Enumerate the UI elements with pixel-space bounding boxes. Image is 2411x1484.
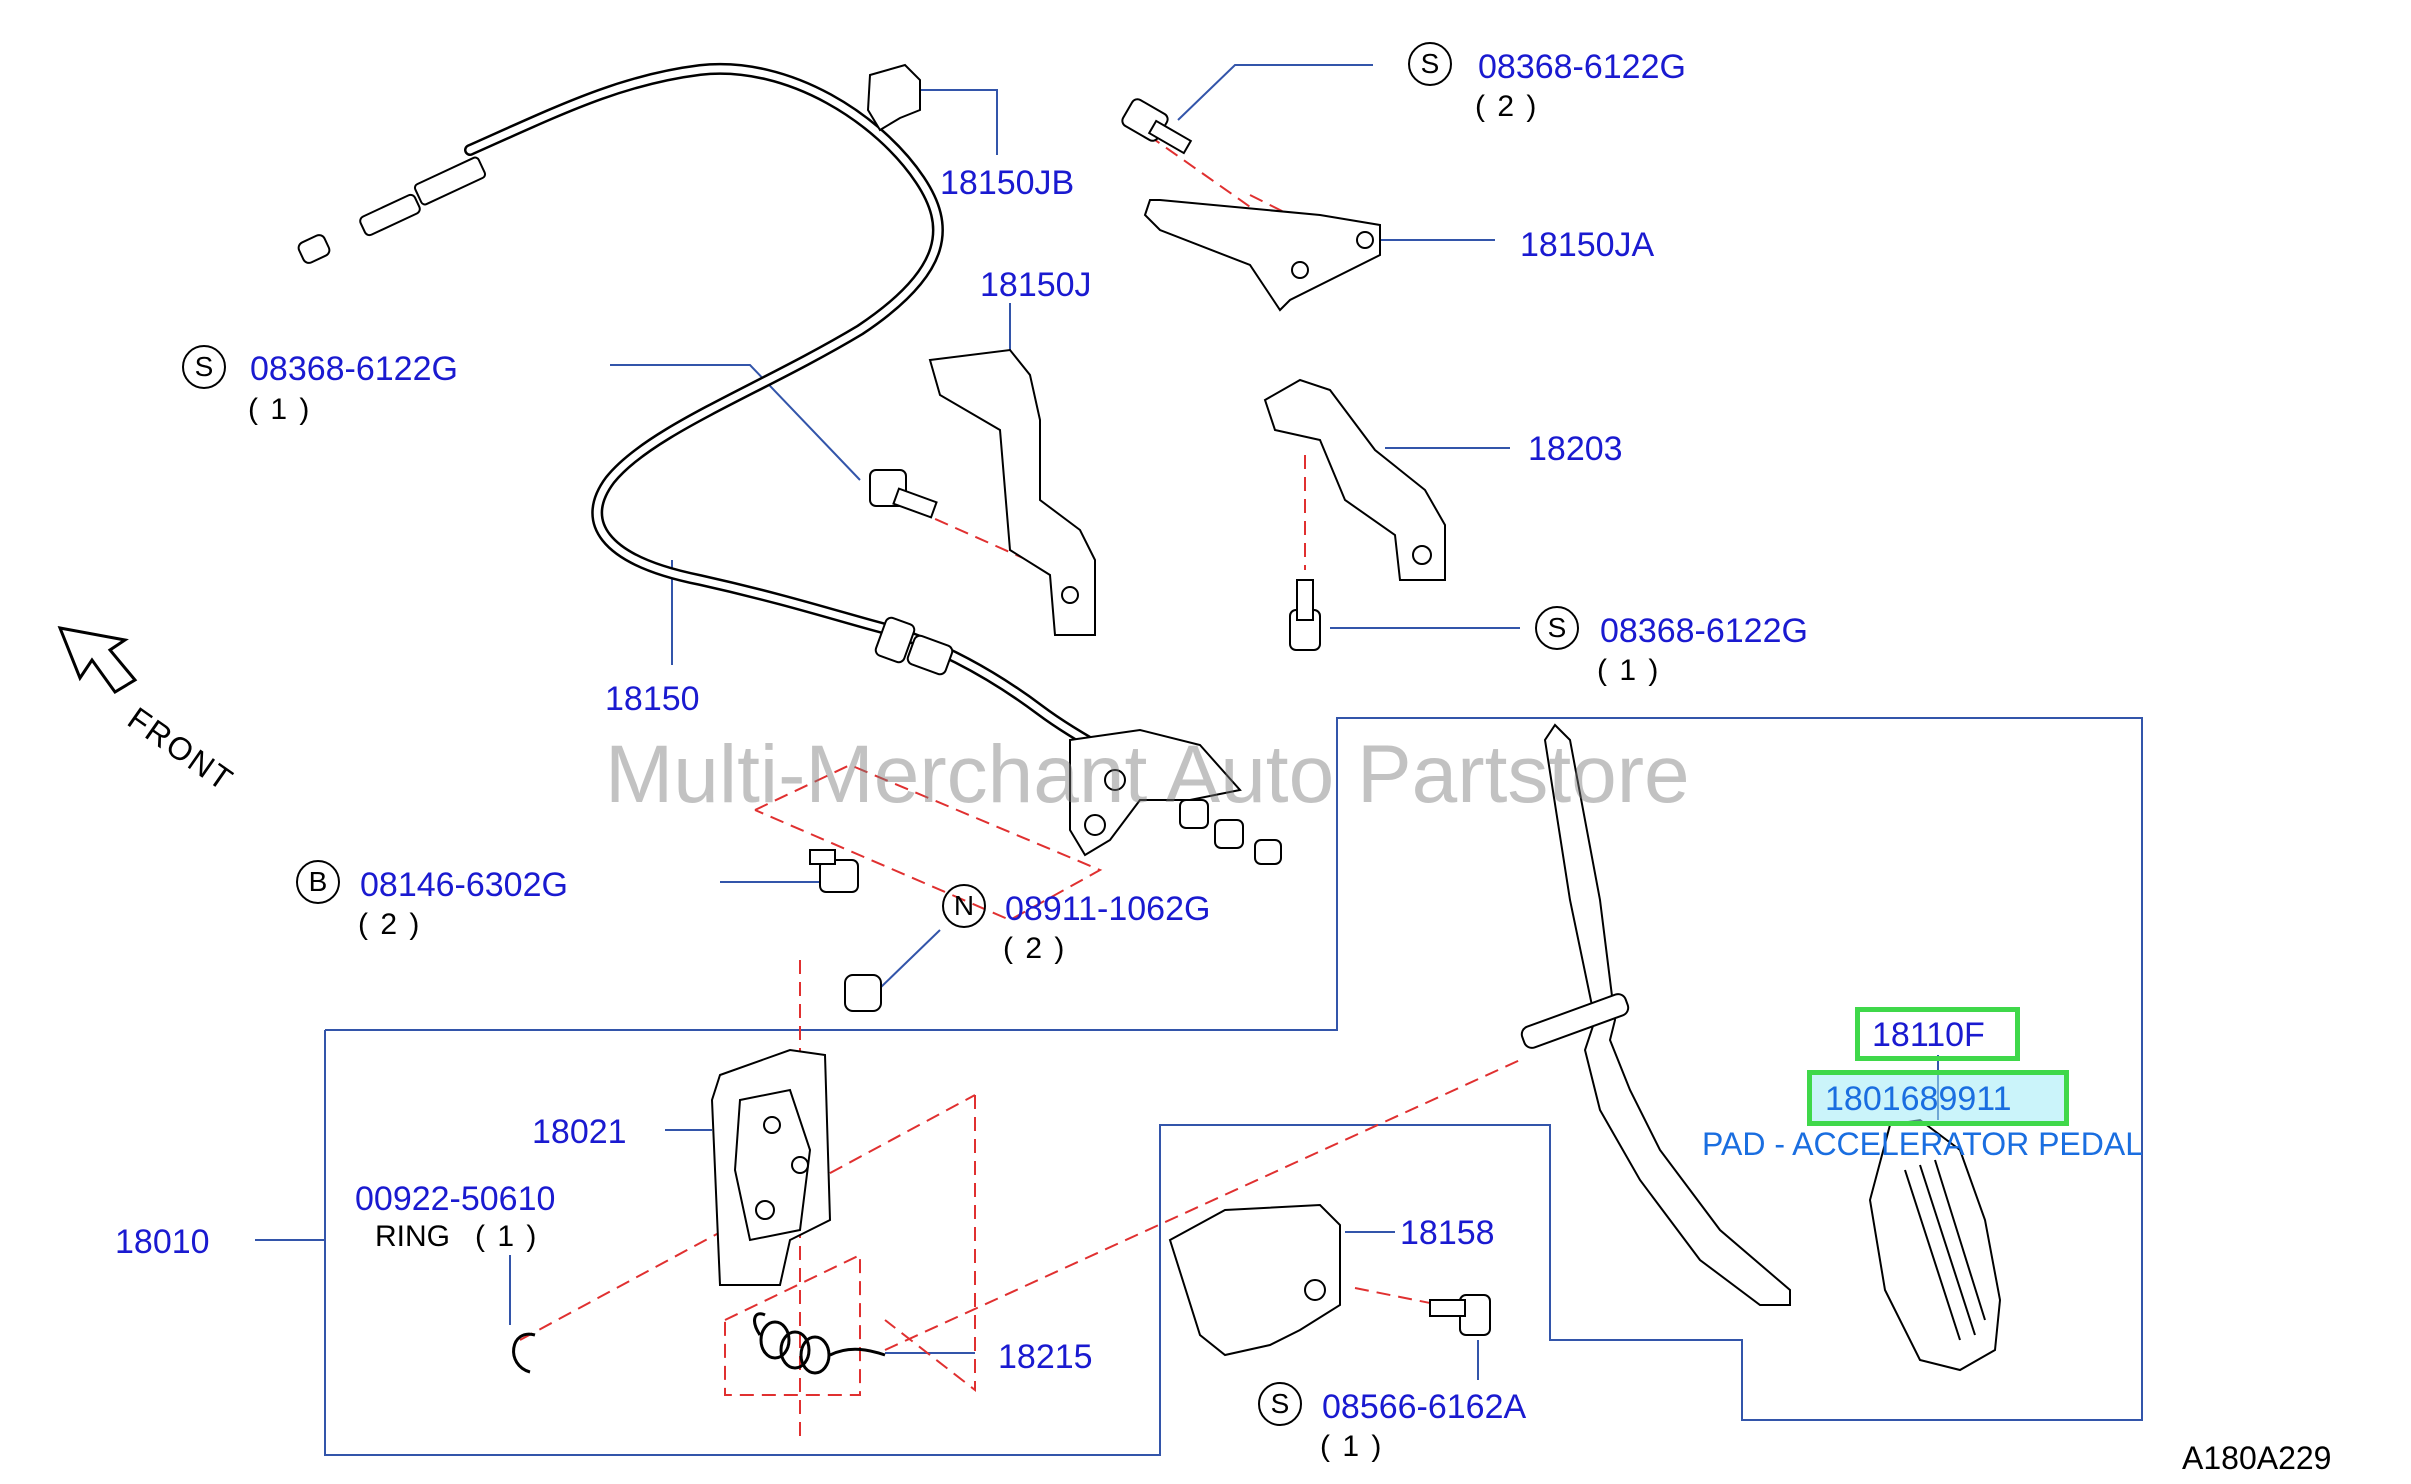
leader-s2 bbox=[610, 364, 861, 481]
symbol-s-3: S bbox=[1535, 606, 1579, 650]
part-s2-number[interactable]: 08368-6122G bbox=[250, 350, 458, 388]
symbol-s-1: S bbox=[1408, 42, 1452, 86]
part-n-number[interactable]: 08911-1062G bbox=[1005, 890, 1211, 928]
part-18215[interactable]: 18215 bbox=[998, 1338, 1093, 1376]
part-18203[interactable]: 18203 bbox=[1528, 430, 1623, 468]
highlight-18110F bbox=[1855, 1007, 2020, 1061]
ring-00922 bbox=[512, 1332, 536, 1374]
n-qty: ( 2 ) bbox=[1003, 932, 1067, 965]
part-18150J[interactable]: 18150J bbox=[980, 266, 1092, 304]
part-18150[interactable]: 18150 bbox=[605, 680, 700, 718]
front-arrow-icon bbox=[57, 626, 138, 694]
highlight-1801689911 bbox=[1807, 1070, 2069, 1126]
bracket-18150JA bbox=[1143, 199, 1381, 312]
symbol-s-4: S bbox=[1258, 1382, 1302, 1426]
symbol-n: N bbox=[942, 884, 986, 928]
part-18150JA[interactable]: 18150JA bbox=[1520, 226, 1655, 264]
s3-qty: ( 1 ) bbox=[1597, 654, 1661, 687]
bracket-18203 bbox=[1263, 378, 1446, 581]
leader-n bbox=[879, 929, 941, 989]
symbol-b: B bbox=[296, 860, 340, 904]
part-18010[interactable]: 18010 bbox=[115, 1223, 210, 1261]
part-s4-number[interactable]: 08566-6162A bbox=[1322, 1388, 1527, 1426]
pedal-pad-18016 bbox=[1868, 1118, 2002, 1372]
part-description: PAD - ACCELERATOR PEDAL bbox=[1702, 1126, 2144, 1162]
bracket-18150J bbox=[928, 348, 1096, 636]
part-18021[interactable]: 18021 bbox=[532, 1113, 627, 1151]
watermark: Multi-Merchant Auto Partstore bbox=[605, 729, 1690, 820]
b-qty: ( 2 ) bbox=[358, 908, 422, 941]
clip-18150JB bbox=[866, 63, 921, 132]
part-18110F[interactable]: 18110F bbox=[1872, 1016, 1985, 1054]
spring-18215 bbox=[753, 1312, 886, 1375]
part-ring-number[interactable]: 00922-50610 bbox=[355, 1180, 556, 1218]
part-1801689911[interactable]: 1801689911 bbox=[1825, 1080, 2012, 1118]
ring-qty: ( 1 ) bbox=[475, 1220, 539, 1253]
group-frame-18010 bbox=[324, 717, 2143, 1456]
part-s3-number[interactable]: 08368-6122G bbox=[1600, 612, 1808, 650]
leader-18150JB bbox=[920, 89, 998, 155]
part-s1-number[interactable]: 08368-6122G bbox=[1478, 48, 1686, 86]
diagram-code: A180A229 bbox=[2182, 1440, 2332, 1476]
part-18150JB[interactable]: 18150JB bbox=[940, 164, 1075, 202]
symbol-s-2: S bbox=[182, 345, 226, 389]
leader-s1 bbox=[1177, 64, 1373, 121]
ring-text: RING bbox=[375, 1220, 450, 1253]
s4-qty: ( 1 ) bbox=[1320, 1430, 1384, 1463]
stopper-18158 bbox=[1168, 1203, 1341, 1357]
part-18158[interactable]: 18158 bbox=[1400, 1214, 1495, 1252]
part-b-number[interactable]: 08146-6302G bbox=[360, 866, 568, 904]
s2-qty: ( 1 ) bbox=[248, 393, 312, 426]
s1-qty: ( 2 ) bbox=[1475, 90, 1539, 123]
